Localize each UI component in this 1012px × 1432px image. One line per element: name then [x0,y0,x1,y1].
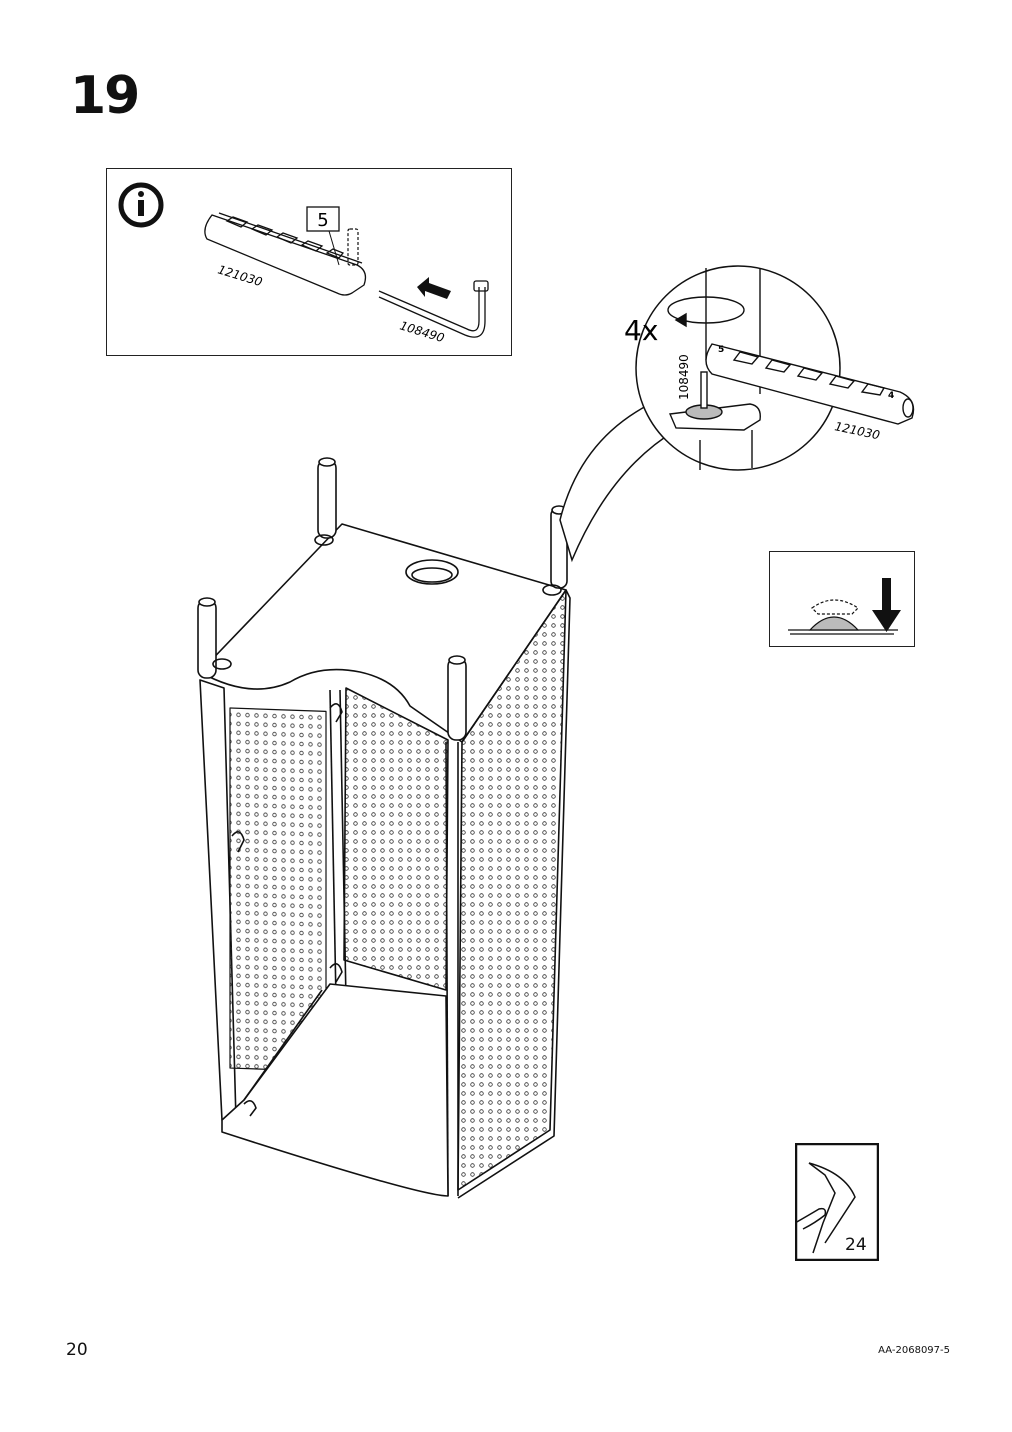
callout-part-108490: 108490 [677,354,691,400]
info-illustration: 5 121030 108490 [118,182,489,345]
cabinet-drawing [197,457,571,1199]
part-label-5: 5 [317,210,328,231]
turn-page-reference: 24 [795,1143,879,1261]
rail-mark-left: 5 [718,345,724,355]
press-down-illustration [788,578,901,635]
repeat-4x-label: 4x [624,314,658,347]
info-panel: 5 121030 108490 [106,168,512,356]
arrow-down-icon [872,578,901,632]
rail-mark-right: 4 [888,391,894,401]
info-icon [118,182,164,228]
allen-key-108490-drawing [378,280,489,338]
callout-part-121030: 121030 [833,419,881,442]
insert-arrow-icon [417,277,451,299]
document-code: AA-2068097-5 [878,1345,950,1356]
page-turn-icon [795,1143,879,1261]
page-number: 20 [66,1340,88,1360]
step-number: 19 [70,66,140,126]
press-down-panel [769,551,915,647]
peg-dashed [347,228,359,266]
target-page-number: 24 [845,1235,867,1255]
rail-121030-drawing [204,212,367,296]
